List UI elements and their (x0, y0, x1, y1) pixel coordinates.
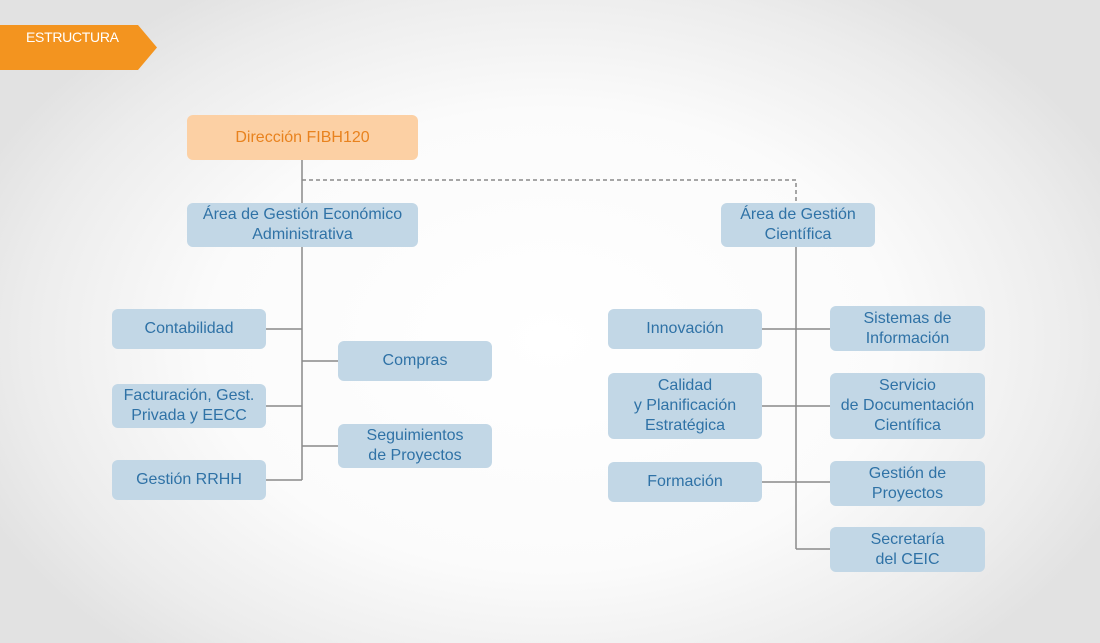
node-formacion: Formación (608, 462, 762, 502)
node-sistemas-informacion: Sistemas de Información (830, 306, 985, 351)
node-area-cientifica: Área de Gestión Científica (721, 203, 875, 247)
node-contabilidad: Contabilidad (112, 309, 266, 349)
node-direccion: Dirección FIBH120 (187, 115, 418, 160)
node-compras: Compras (338, 341, 492, 381)
node-seguimientos-proyectos: Seguimientos de Proyectos (338, 424, 492, 468)
node-area-economico-administrativa: Área de Gestión Económico Administrativa (187, 203, 418, 247)
node-gestion-proyectos: Gestión de Proyectos (830, 461, 985, 506)
node-facturacion: Facturación, Gest. Privada y EECC (112, 384, 266, 428)
node-servicio-documentacion: Servicio de Documentación Científica (830, 373, 985, 439)
node-gestion-rrhh: Gestión RRHH (112, 460, 266, 500)
section-tag (0, 25, 157, 70)
node-calidad-planificacion: Calidad y Planificación Estratégica (608, 373, 762, 439)
section-tag-label: ESTRUCTURA (26, 29, 119, 45)
node-secretaria-ceic: Secretaría del CEIC (830, 527, 985, 572)
node-innovacion: Innovación (608, 309, 762, 349)
